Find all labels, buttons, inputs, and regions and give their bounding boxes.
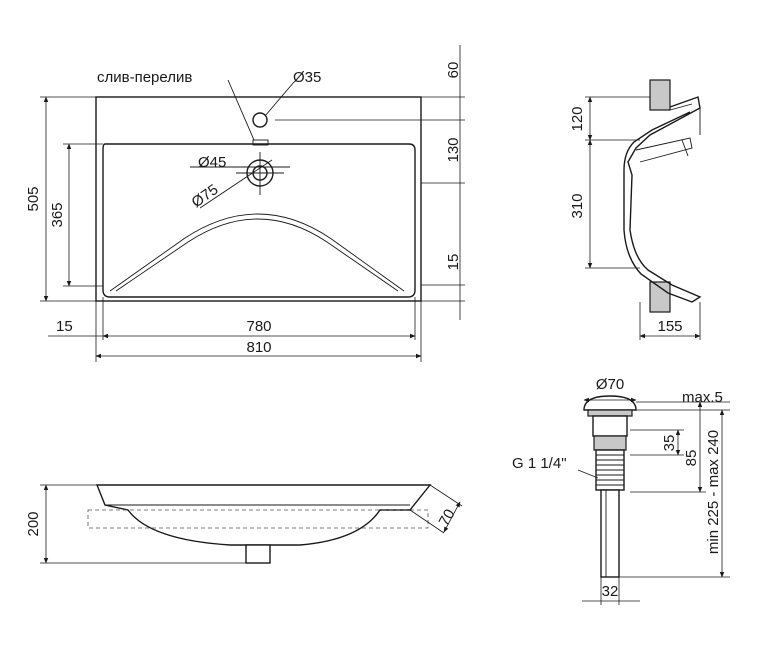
- counter-outline: [87, 509, 429, 529]
- dim-85: 85: [683, 450, 700, 467]
- dim-range: min 225 - max 240: [705, 430, 722, 554]
- dim-155: 155: [657, 318, 682, 335]
- wall-top: [649, 79, 671, 111]
- dim-60: 60: [445, 62, 462, 79]
- dim-drain-45: Ø45: [198, 154, 226, 171]
- bowl-slope: [109, 213, 405, 292]
- dim-365: 365: [49, 202, 66, 227]
- front-drain: [245, 544, 271, 564]
- hole-leader: [264, 81, 295, 117]
- section-view: 120 310 155: [569, 79, 702, 340]
- thread-label: G 1 1/4": [512, 455, 567, 472]
- dim-200: 200: [25, 511, 42, 536]
- overflow-leader: [227, 79, 255, 141]
- dim-max5: max.5: [682, 389, 723, 406]
- dim-810: 810: [246, 339, 271, 356]
- drain-neck: [593, 435, 627, 451]
- dim-d70: Ø70: [596, 376, 624, 393]
- d75-leader: [199, 159, 273, 209]
- dim-35-drain: 35: [661, 435, 678, 452]
- overflow-label: слив-перелив: [97, 69, 192, 86]
- dim-505: 505: [25, 186, 42, 211]
- drain-pipe: [600, 489, 620, 578]
- bowl-slope-inner: [115, 218, 399, 292]
- bowl-outline: [102, 143, 416, 298]
- tap-hole: [252, 112, 268, 128]
- wall-bottom: [649, 281, 671, 313]
- dim-hole-35: Ø35: [293, 69, 321, 86]
- top-view: слив-перелив Ø35 Ø45 Ø75 60 130 15 505 3…: [25, 45, 465, 362]
- overflow-slot: [252, 139, 269, 146]
- front-view: 200 70: [25, 484, 463, 564]
- dim-780: 780: [246, 318, 271, 335]
- basin-profile: [623, 96, 702, 303]
- drain-view: Ø70 max.5 35 85 min 225 - max 240 G 1 1/…: [512, 376, 730, 605]
- dim-32: 32: [602, 583, 619, 600]
- dim-130: 130: [445, 137, 462, 162]
- dim-120: 120: [569, 106, 586, 131]
- dim-70-front: 70: [436, 506, 459, 529]
- basin-outline: [95, 96, 422, 302]
- dim-15-right: 15: [445, 254, 462, 271]
- dim-15-bottom: 15: [56, 318, 73, 335]
- dim-drain-75: Ø75: [189, 181, 222, 211]
- drain-cap: [583, 395, 637, 411]
- front-basin: [95, 484, 432, 546]
- dim-310: 310: [569, 193, 586, 218]
